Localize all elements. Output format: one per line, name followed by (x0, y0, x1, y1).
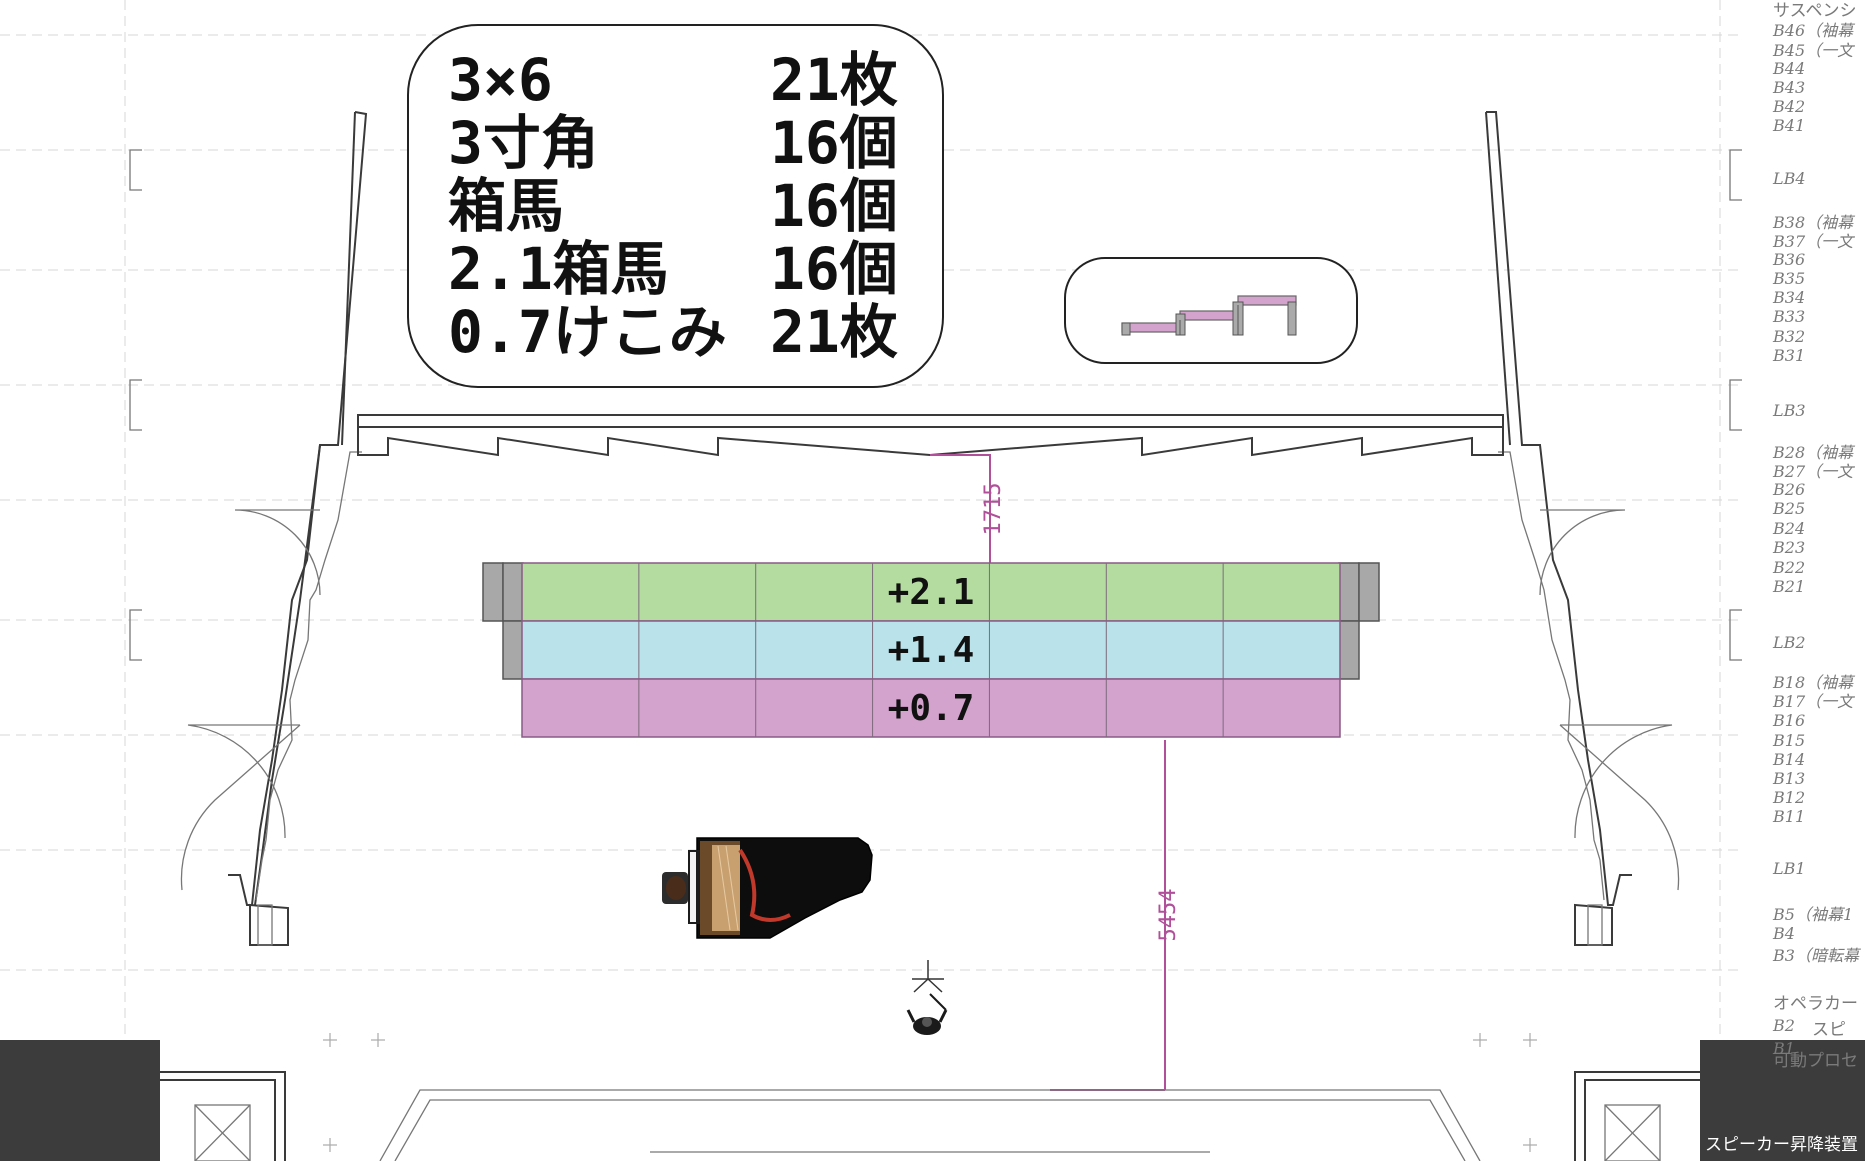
batten-label: B45（一文 (1772, 41, 1855, 60)
grand-piano-icon (662, 837, 873, 939)
downstage-left-structure (0, 1040, 286, 1161)
batten-label: B36 (1772, 250, 1805, 269)
reference-cross (1523, 1138, 1537, 1152)
batten-label: B17（一文 (1772, 692, 1855, 711)
reference-cross (323, 1138, 337, 1152)
riser-section-icon (1121, 295, 1297, 336)
materials-row: 3×6 21枚 (448, 46, 898, 114)
batten-label: B23 (1772, 538, 1805, 557)
dimension-upstage: 1715 (930, 454, 1006, 563)
riser-tier-3: +0.7 (521, 678, 1341, 738)
batten-label: B25 (1772, 499, 1805, 518)
material-qty: 16個 (770, 172, 898, 240)
material-item: 3×6 (448, 46, 553, 114)
batten-label: B41 (1772, 116, 1805, 135)
batten-label: B2 (1772, 1016, 1795, 1035)
batten-label: B11 (1772, 807, 1805, 826)
dimension-downstage: 5454 (1050, 740, 1181, 1091)
batten-label-column: サスペンシB46（袖幕B45（一文B44B43B42B41LB4B38（袖幕B3… (1772, 1, 1862, 1071)
batten-label: B38（袖幕 (1772, 213, 1856, 232)
batten-label: B42 (1772, 97, 1805, 116)
batten-label: B21 (1772, 577, 1805, 596)
batten-label: B31 (1772, 346, 1805, 365)
batten-label: B33 (1772, 307, 1805, 326)
riser-section-box (1064, 257, 1358, 364)
batten-label: LB3 (1772, 401, 1806, 420)
riser-tier-2: +1.4 (521, 620, 1341, 680)
batten-label: B1 (1772, 1039, 1795, 1058)
reference-cross (1523, 1033, 1537, 1047)
material-item: 箱馬 (448, 172, 564, 240)
right-wing-wall (1485, 111, 1680, 946)
stage-reference-marks (323, 1033, 1537, 1152)
riser-tier-label: +1.4 (888, 630, 975, 671)
batten-label: LB2 (1772, 633, 1806, 652)
materials-row: 2.1箱馬 16個 (448, 235, 898, 303)
batten-label: B44 (1772, 59, 1805, 78)
batten-label: B34 (1772, 288, 1805, 307)
batten-label: B12 (1772, 788, 1805, 807)
dimension-downstage-value: 5454 (1156, 889, 1181, 942)
batten-label: B16 (1772, 711, 1805, 730)
materials-row: 箱馬 16個 (448, 172, 898, 240)
material-item: 2.1箱馬 (448, 235, 669, 303)
batten-label: B14 (1772, 750, 1805, 769)
riser-tier-label: +2.1 (888, 572, 975, 613)
left-wing-wall (180, 111, 368, 946)
batten-label: B35 (1772, 269, 1805, 288)
riser-tier-1: +2.1 (521, 562, 1341, 622)
material-qty: 16個 (770, 109, 898, 177)
speaker-lift-label: スピーカー昇降装置 (1705, 1135, 1858, 1155)
reference-cross (1473, 1033, 1487, 1047)
riser-end-blocks (482, 562, 1380, 680)
upstage-shell-reflector (357, 414, 1504, 457)
batten-label: B4 (1772, 924, 1795, 943)
batten-label: 可動プロセ (1773, 1051, 1858, 1071)
batten-label: B27（一文 (1772, 462, 1855, 481)
material-qty: 16個 (770, 235, 898, 303)
conductor-icon (906, 960, 948, 1035)
batten-label: B13 (1772, 769, 1805, 788)
batten-label: スピ (1812, 1020, 1846, 1040)
batten-label: B46（袖幕 (1772, 21, 1856, 40)
batten-label: B26 (1772, 480, 1805, 499)
stage-apron-edge (379, 1089, 1481, 1161)
batten-label: B15 (1772, 731, 1805, 750)
downstage-right-structure: スピーカー昇降装置 (1574, 1040, 1865, 1161)
batten-label: LB4 (1772, 169, 1806, 188)
materials-row: 3寸角 16個 (448, 109, 898, 177)
material-qty: 21枚 (770, 298, 898, 366)
batten-label: B24 (1772, 519, 1805, 538)
batten-label: B37（一文 (1772, 232, 1855, 251)
batten-label: B43 (1772, 78, 1805, 97)
batten-label: B22 (1772, 558, 1805, 577)
batten-label: B5（袖幕1 (1772, 905, 1853, 924)
batten-label: B28（袖幕 (1772, 443, 1856, 462)
batten-label: B18（袖幕 (1772, 673, 1856, 692)
materials-row: 0.7けこみ 21枚 (448, 298, 898, 366)
batten-label: LB1 (1772, 859, 1806, 878)
batten-label: サスペンシ (1773, 1, 1856, 21)
dimension-upstage-value: 1715 (981, 483, 1006, 536)
batten-label: オペラカー (1773, 994, 1858, 1014)
riser-tier-label: +0.7 (888, 688, 975, 729)
batten-label: B3（暗転幕 (1772, 946, 1862, 965)
reference-cross (323, 1033, 337, 1047)
material-item: 0.7けこみ (448, 298, 727, 366)
reference-cross (371, 1033, 385, 1047)
batten-label: B32 (1772, 327, 1805, 346)
material-qty: 21枚 (770, 46, 898, 114)
choir-risers: +2.1 +1.4 +0.7 (521, 562, 1341, 738)
material-item: 3寸角 (448, 109, 599, 177)
